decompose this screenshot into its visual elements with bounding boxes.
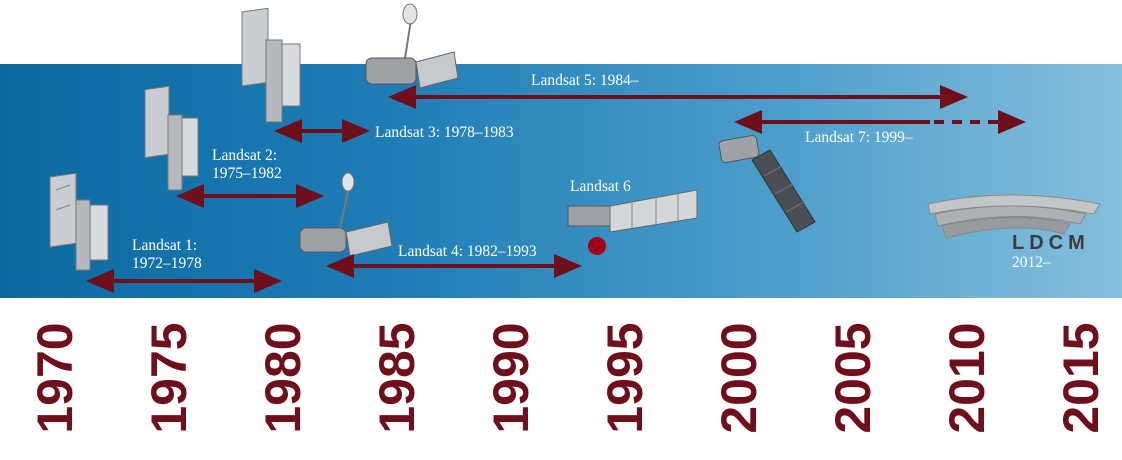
year-label-2005: 2005: [825, 322, 881, 434]
landsat-2-satellite-icon: [144, 85, 199, 191]
landsat-3-label: Landsat 3: 1978–1983: [375, 124, 514, 142]
landsat-2-name: Landsat 2:: [212, 147, 277, 164]
landsat-3-name: Landsat 3: 1978–1983: [375, 124, 514, 141]
year-label-2010: 2010: [939, 322, 995, 434]
ldcm-name: LDCM: [1012, 232, 1090, 254]
landsat-1-years: 1972–1978: [132, 255, 202, 272]
landsat-6-label: Landsat 6: [570, 178, 631, 196]
year-label-1995: 1995: [597, 322, 653, 434]
landsat-1-label: Landsat 1: 1972–1978: [132, 237, 202, 273]
landsat-5-satellite-icon: [365, 3, 459, 89]
landsat-4-label: Landsat 4: 1982–1993: [398, 243, 537, 261]
ldcm-logo-icon: [927, 194, 1101, 239]
ldcm-years: 2012–: [1012, 254, 1051, 271]
landsat-1-satellite-icon: [49, 172, 109, 271]
landsat-5-label: Landsat 5: 1984–: [531, 72, 639, 90]
landsat-2-label: Landsat 2: 1975–1982: [212, 147, 282, 183]
year-label-2000: 2000: [711, 322, 767, 434]
landsat-1-name: Landsat 1:: [132, 237, 197, 254]
landsat-6-satellite-icon: [567, 189, 698, 255]
year-label-1970: 1970: [27, 322, 83, 434]
landsat-7-name: Landsat 7: 1999–: [805, 129, 913, 146]
landsat-5-name: Landsat 5: 1984–: [531, 72, 639, 89]
year-label-1990: 1990: [483, 322, 539, 434]
landsat-3-satellite-icon: [241, 7, 301, 123]
ldcm-label: LDCM 2012–: [1012, 232, 1090, 272]
landsat-2-years: 1975–1982: [212, 165, 282, 182]
landsat-4-satellite-icon: [299, 172, 393, 257]
landsat-4-name: Landsat 4: 1982–1993: [398, 243, 537, 260]
landsat-7-satellite-icon: [718, 135, 816, 233]
year-label-2015: 2015: [1053, 322, 1109, 434]
landsat-6-name: Landsat 6: [570, 178, 631, 195]
year-label-1980: 1980: [255, 322, 311, 434]
landsat-7-label: Landsat 7: 1999–: [805, 129, 913, 147]
year-label-1985: 1985: [369, 322, 425, 434]
year-label-1975: 1975: [141, 322, 197, 434]
